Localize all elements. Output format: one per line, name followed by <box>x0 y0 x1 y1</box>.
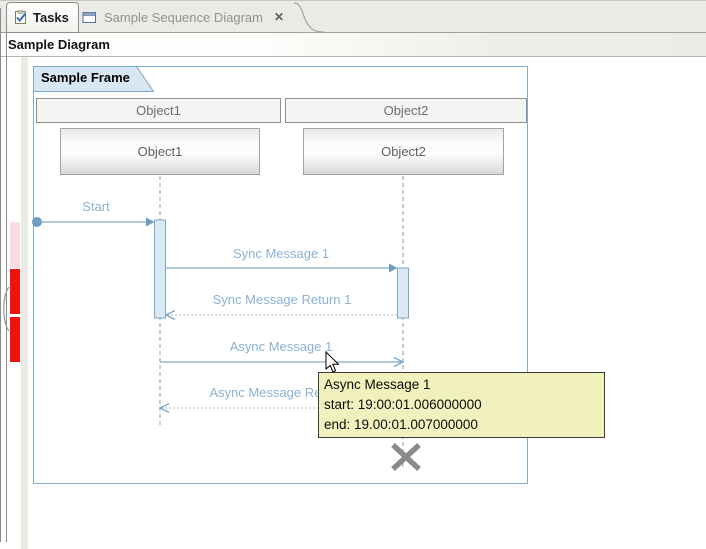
message-label-sync-return1[interactable]: Sync Message Return 1 <box>212 292 352 307</box>
tab-tasks-label: Tasks <box>33 10 69 25</box>
tab-tasks[interactable]: Tasks <box>6 2 79 33</box>
execution-bar-object2[interactable] <box>397 267 409 319</box>
time-compression-marker-red-2[interactable] <box>10 317 20 362</box>
editor-tab-bar <box>0 0 706 33</box>
lifeline-box-object1[interactable]: Object1 <box>60 128 260 175</box>
arrowhead-async1 <box>393 356 405 368</box>
message-label-sync1[interactable]: Sync Message 1 <box>232 246 330 261</box>
lifeline-box-object2[interactable]: Object2 <box>303 128 504 175</box>
view-title: Sample Diagram <box>0 33 706 57</box>
sequence-frame <box>33 66 528 484</box>
tab-sequence-label: Sample Sequence Diagram <box>104 9 263 25</box>
tooltip: Async Message 1 start: 19:00:01.00600000… <box>318 372 605 438</box>
left-gutter <box>21 57 28 549</box>
arrowhead-async-return1 <box>158 402 170 414</box>
left-inner-line <box>6 8 7 542</box>
tooltip-end: end: 19.00:01.007000000 <box>324 417 478 432</box>
stop-marker-x[interactable] <box>391 442 421 472</box>
arrowhead-sync-return1 <box>164 309 176 321</box>
message-label-async1[interactable]: Async Message 1 <box>229 339 333 354</box>
column-header-object2[interactable]: Object2 <box>285 98 527 123</box>
tooltip-title: Async Message 1 <box>324 377 431 392</box>
column-header-object1[interactable]: Object1 <box>36 98 281 123</box>
message-label-start[interactable]: Start <box>82 199 110 214</box>
sequence-diagram-icon <box>82 11 96 23</box>
arrowhead-start <box>146 217 155 227</box>
time-compression-marker-light[interactable] <box>10 222 20 268</box>
arrowhead-sync1 <box>389 263 398 273</box>
left-border-line <box>0 8 1 542</box>
tab-curve <box>293 2 325 33</box>
left-rail-curve <box>3 286 10 332</box>
execution-bar-object1[interactable] <box>154 219 166 319</box>
frame-title-tag <box>33 66 155 92</box>
close-icon[interactable]: ✕ <box>273 10 285 24</box>
mouse-cursor-icon <box>325 350 340 373</box>
tab-sample-sequence-diagram[interactable]: Sample Sequence Diagram ✕ <box>82 2 284 32</box>
tasks-icon <box>15 10 27 24</box>
tooltip-start: start: 19:00:01.006000000 <box>324 397 482 412</box>
time-compression-marker-red-1[interactable] <box>10 269 20 314</box>
frame-title: Sample Frame <box>41 70 130 85</box>
